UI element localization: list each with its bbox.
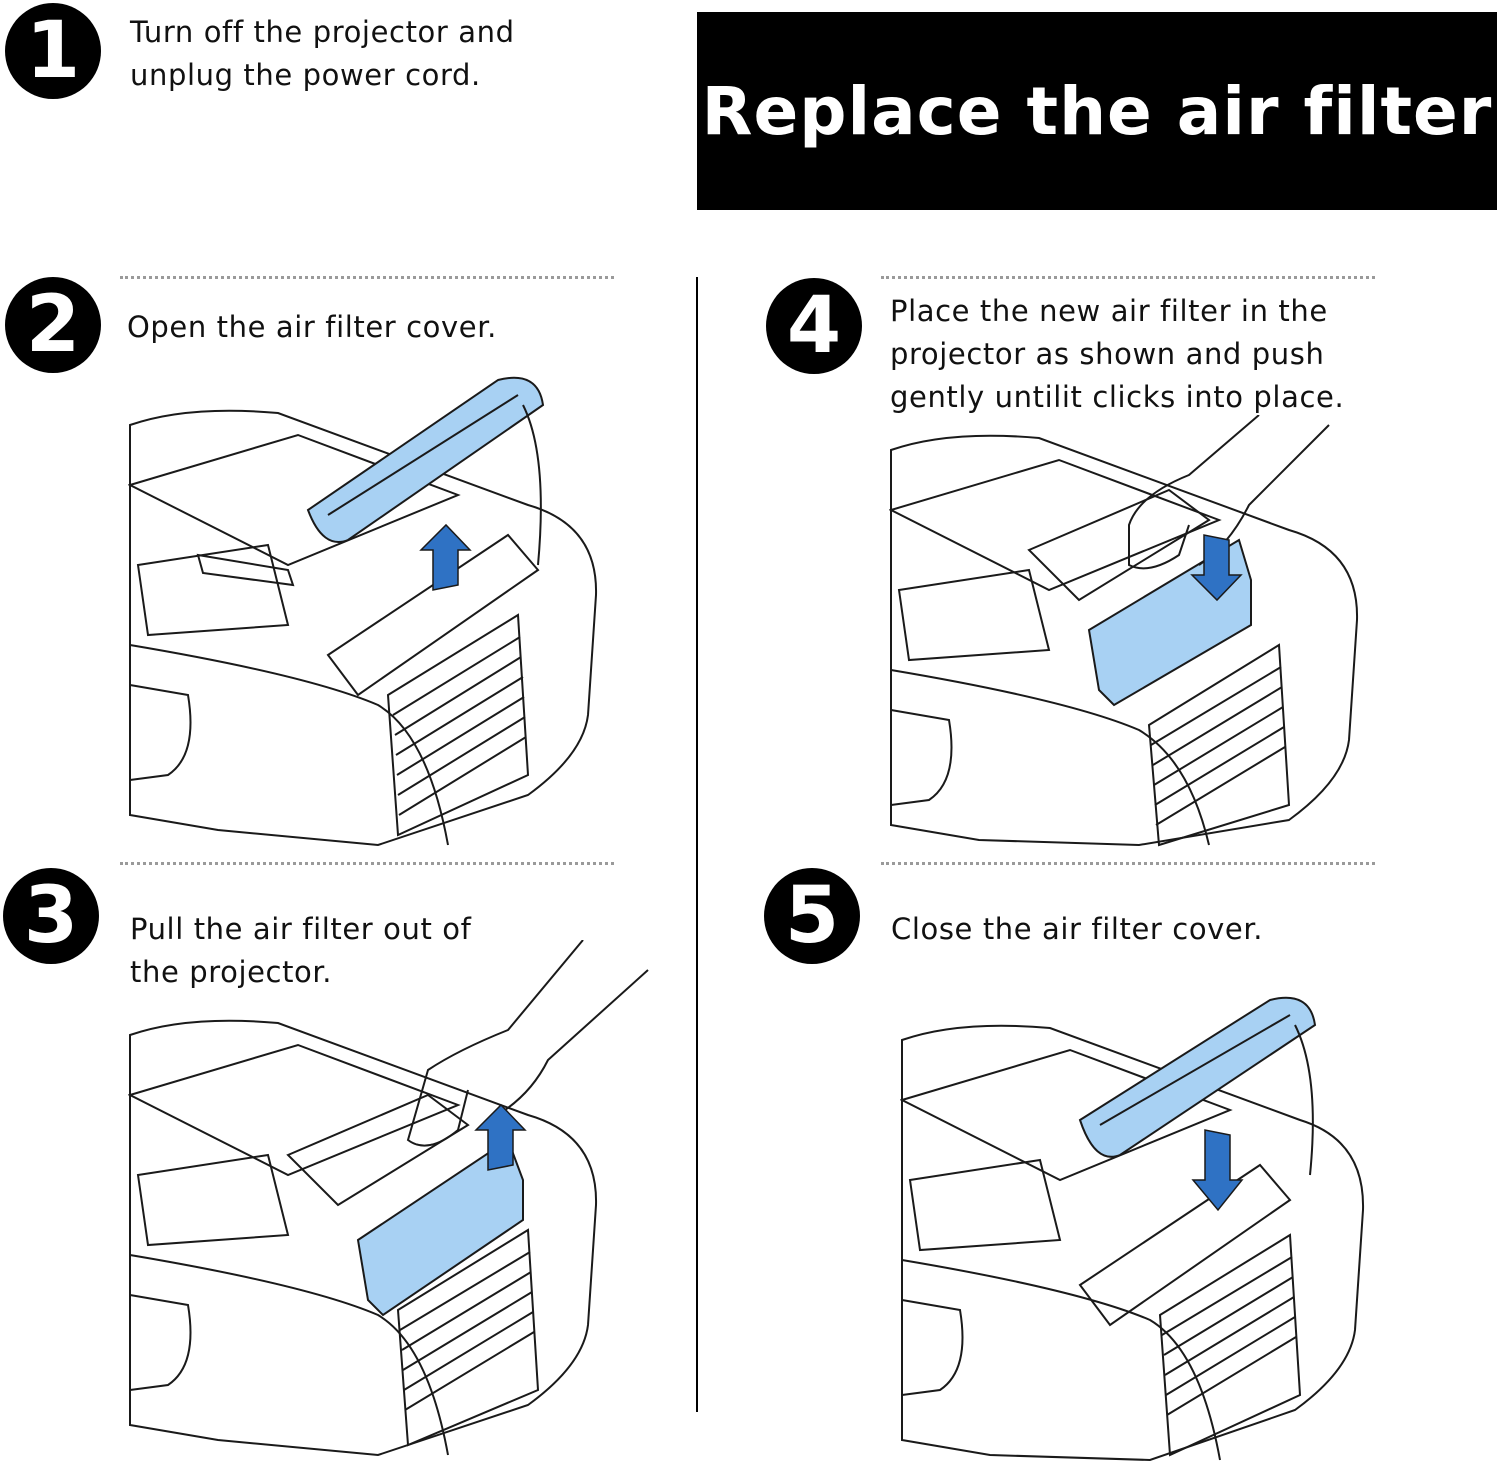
page-title: Replace the air filter xyxy=(701,72,1493,150)
open-cover xyxy=(286,1093,470,1207)
projector-pull-filter-illustration xyxy=(128,940,649,1457)
down-arrow-icon xyxy=(1190,534,1243,602)
projector-body xyxy=(889,434,1359,847)
column-divider xyxy=(696,277,698,1412)
divider-step3 xyxy=(120,862,614,865)
up-arrow-icon xyxy=(474,1103,527,1171)
step-2-number: 2 xyxy=(5,277,101,373)
step-3-text: Pull the air filter out of the projector… xyxy=(130,908,471,994)
step-4-text: Place the new air filter in the projecto… xyxy=(890,290,1344,419)
projector-close-cover-illustration xyxy=(900,996,1365,1462)
step-3-line-2: the projector. xyxy=(130,955,333,989)
projector-open-cover-illustration xyxy=(128,376,598,847)
step-4-line-2: projector as shown and push xyxy=(890,337,1325,371)
down-arrow-icon xyxy=(1191,1129,1244,1212)
divider-step4 xyxy=(881,276,1375,279)
step-4-number: 4 xyxy=(766,278,862,374)
filter-grill xyxy=(326,533,540,837)
filter-grill xyxy=(1078,1163,1302,1457)
step-3-number: 3 xyxy=(3,868,99,964)
divider-step5 xyxy=(881,862,1375,865)
step-4-line-1: Place the new air filter in the xyxy=(890,294,1328,328)
step-1-line-2: unplug the power cord. xyxy=(130,58,481,92)
step-2-text: Open the air filter cover. xyxy=(127,306,497,349)
step-1-line-1: Turn off the projector and xyxy=(130,15,515,49)
divider-step2 xyxy=(120,276,614,279)
step-5-text: Close the air filter cover. xyxy=(891,908,1263,951)
step-1-number: 1 xyxy=(5,3,101,99)
open-cover xyxy=(1027,488,1211,602)
projector-body xyxy=(900,1024,1365,1462)
air-filter-cover xyxy=(306,376,545,566)
step-4-line-3: gently untilit clicks into place. xyxy=(890,380,1345,414)
filter-grill xyxy=(1147,643,1291,847)
step-5-number: 5 xyxy=(764,868,860,964)
projector-body xyxy=(128,1019,598,1457)
air-filter-cover xyxy=(1078,996,1317,1176)
step-2-line-1: Open the air filter cover. xyxy=(127,310,497,344)
step-5-line-1: Close the air filter cover. xyxy=(891,912,1264,946)
projector-insert-filter-illustration xyxy=(889,415,1359,847)
step-1-text: Turn off the projector and unplug the po… xyxy=(130,11,515,97)
filter-grill xyxy=(396,1228,540,1447)
up-arrow-icon xyxy=(419,523,472,591)
title-banner: Replace the air filter xyxy=(697,12,1497,210)
step-3-line-1: Pull the air filter out of xyxy=(130,912,472,946)
